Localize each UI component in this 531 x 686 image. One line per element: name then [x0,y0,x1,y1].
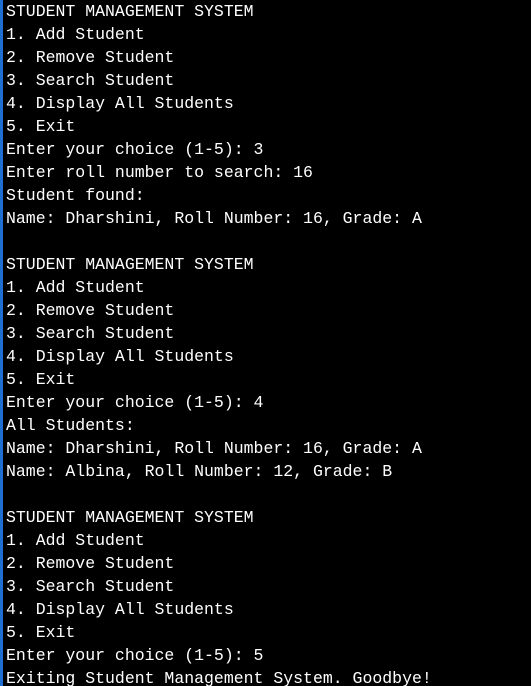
console-line: 1. Add Student [6,531,145,550]
console-line: All Students: [6,416,135,435]
console-line: 4. Display All Students [6,94,234,113]
console-line: STUDENT MANAGEMENT SYSTEM [6,255,254,274]
console-line: Enter your choice (1-5): 5 [6,646,264,665]
console-output: STUDENT MANAGEMENT SYSTEM 1. Add Student… [6,0,531,686]
console-line: Name: Albina, Roll Number: 12, Grade: B [6,462,393,481]
console-line: STUDENT MANAGEMENT SYSTEM [6,2,254,21]
console-line [6,230,531,253]
console-line: 3. Search Student [6,577,175,596]
console-line: 1. Add Student [6,25,145,44]
console-line: 4. Display All Students [6,600,234,619]
console-line: 2. Remove Student [6,301,175,320]
console-line: 2. Remove Student [6,554,175,573]
console-line: Enter roll number to search: 16 [6,163,313,182]
console-line: 3. Search Student [6,71,175,90]
console-line: Exiting Student Management System. Goodb… [6,669,432,686]
console-line: 5. Exit [6,117,76,136]
console-line: Enter your choice (1-5): 4 [6,393,264,412]
console-line: 1. Add Student [6,278,145,297]
console-line: 5. Exit [6,623,76,642]
console-line: 3. Search Student [6,324,175,343]
console-line: Name: Dharshini, Roll Number: 16, Grade:… [6,209,422,228]
console-line: STUDENT MANAGEMENT SYSTEM [6,508,254,527]
console-line: Name: Dharshini, Roll Number: 16, Grade:… [6,439,422,458]
console-line: 4. Display All Students [6,347,234,366]
console-line: Enter your choice (1-5): 3 [6,140,264,159]
window-border [0,0,3,686]
console-line [6,483,531,506]
console-line: 5. Exit [6,370,76,389]
console-line: 2. Remove Student [6,48,175,67]
console-line: Student found: [6,186,145,205]
